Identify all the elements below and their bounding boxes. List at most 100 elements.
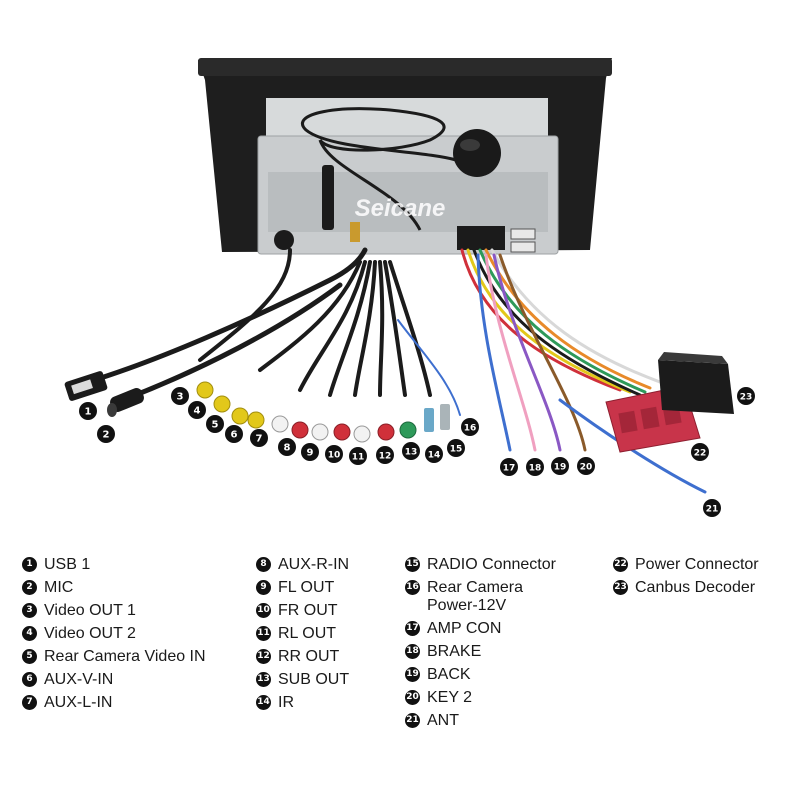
marker-number: 13 (405, 448, 418, 458)
mic-cable (125, 282, 343, 401)
legend-label: MIC (44, 579, 74, 596)
marker-2: 2 (97, 425, 115, 443)
legend-number-badge: 10 (256, 603, 271, 618)
chassis-panel (268, 172, 548, 232)
legend-item-15: 15 RADIO Connector (405, 556, 556, 574)
marker-circle (425, 445, 443, 463)
rca-5 (231, 407, 249, 425)
frame-top (198, 58, 612, 76)
marker-number: 19 (554, 463, 567, 473)
sma-connector (274, 230, 294, 250)
power-connector-slot-1 (618, 410, 638, 434)
rca-12 (377, 423, 395, 441)
legend-item-19: 19 BACK (405, 666, 556, 684)
usb-plug-port (71, 379, 93, 395)
legend-label: BRAKE (427, 643, 482, 660)
cable-c (298, 260, 367, 392)
marker-7: 7 (250, 429, 268, 447)
main-harness-socket (457, 226, 505, 250)
legend-number-badge: 9 (256, 580, 271, 595)
marker-circle (188, 401, 206, 419)
marker-circle (250, 429, 268, 447)
marker-number: 1 (85, 407, 92, 418)
marker-15: 15 (447, 439, 465, 457)
usb-plug (64, 371, 108, 401)
cable-b (258, 260, 362, 372)
marker-number: 6 (231, 430, 238, 441)
marker-9: 9 (301, 443, 319, 461)
marker-circle (551, 457, 569, 475)
marker-circle (447, 439, 465, 457)
cable-d (328, 260, 372, 397)
marker-circle (577, 457, 595, 475)
marker-number: 12 (379, 452, 392, 462)
marker-23: 23 (737, 387, 755, 405)
legend-item-11: 11 RL OUT (256, 625, 349, 643)
legend-number-badge: 8 (256, 557, 271, 572)
rca-10 (333, 423, 351, 441)
wire-purple-19 (492, 253, 562, 452)
usb-port-2 (510, 241, 536, 253)
legend-label: Video OUT 2 (44, 625, 136, 642)
legend-number-badge: 6 (22, 672, 37, 687)
legend-label: RL OUT (278, 625, 337, 642)
legend-label: RADIO Connector (427, 556, 556, 573)
rca-6 (247, 411, 265, 429)
marker-8: 8 (278, 438, 296, 456)
right-harness (397, 248, 707, 494)
wire-blue-16 (397, 319, 461, 416)
legend-number-badge: 22 (613, 557, 628, 572)
wire-pink-18 (484, 253, 537, 452)
rca-11 (353, 425, 371, 443)
legend-number-badge: 23 (613, 580, 628, 595)
marker-1: 1 (79, 402, 97, 420)
legend-number-badge: 13 (256, 672, 271, 687)
marker-circle (301, 443, 319, 461)
gps-antenna (453, 129, 501, 177)
canbus-decoder-top (658, 352, 728, 364)
gold-connector (350, 222, 360, 242)
gps-cable-coil (301, 107, 457, 162)
gps-cable-lead (318, 139, 422, 231)
legend-label: BACK (427, 666, 471, 683)
rca-3 (196, 381, 214, 399)
marker-circle (402, 442, 420, 460)
legend-number-badge: 11 (256, 626, 271, 641)
legend-label: RR OUT (278, 648, 340, 665)
mic-plug-body (110, 388, 144, 412)
rca-9 (311, 423, 329, 441)
rca-connectors (196, 381, 450, 443)
marker-number: 8 (284, 443, 291, 454)
marker-circle (171, 387, 189, 405)
marker-circle (97, 425, 115, 443)
legend-label: AUX-L-IN (44, 694, 113, 711)
rca-7 (271, 415, 289, 433)
marker-11: 11 (349, 447, 367, 465)
mic-plug (107, 388, 144, 417)
marker-number: 10 (328, 451, 341, 461)
usb-port-1 (510, 228, 536, 240)
legend-label: Rear Camera Power-12V (427, 579, 524, 614)
marker-circle (703, 499, 721, 517)
marker-22: 22 (691, 443, 709, 461)
legend-label: Canbus Decoder (635, 579, 756, 596)
marker-16: 16 (461, 418, 479, 436)
legend-number-badge: 19 (405, 667, 420, 682)
legend-label: AUX-V-IN (44, 671, 114, 688)
legend-number-badge: 17 (405, 621, 420, 636)
legend-number-badge: 15 (405, 557, 420, 572)
